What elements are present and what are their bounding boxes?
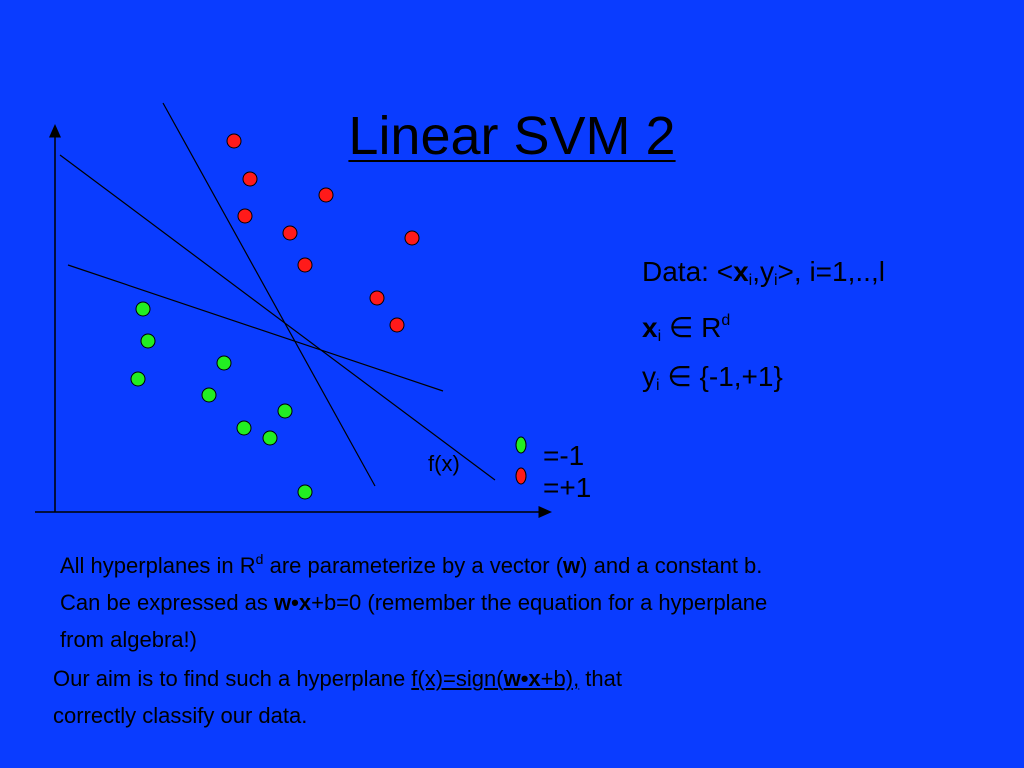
para1-line-3: from algebra!): [60, 627, 197, 652]
red-data-point: [297, 257, 313, 273]
hyperplane-line-1: [162, 102, 376, 487]
data-line-3-in: ∈: [659, 361, 700, 392]
green-data-point: [277, 403, 293, 419]
red-data-point: [404, 230, 420, 246]
data-line-2-in: ∈: [661, 312, 702, 343]
green-class-points: [130, 301, 313, 500]
para2-text-b: that: [579, 666, 622, 691]
aim-paragraph: Our aim is to find such a hyperplane f(x…: [53, 660, 873, 734]
hyperplane-paragraph: All hyperplanes in Rd are parameterize b…: [60, 541, 1010, 658]
para1-line-1-c: ) and a constant b.: [580, 553, 763, 578]
data-line-3-y-sub: i: [656, 377, 660, 394]
data-line-1-y: y: [759, 256, 774, 287]
red-data-point: [242, 171, 258, 187]
red-data-point: [369, 290, 385, 306]
data-line-2: xi ∈ Rd: [642, 301, 885, 357]
legend-green-marker: [515, 436, 527, 454]
green-data-point: [262, 430, 278, 446]
red-data-point: [237, 208, 253, 224]
data-line-2-R-sup: d: [721, 312, 731, 329]
para1-line-1-b: are parameterize by a vector (: [263, 553, 564, 578]
sign-function-formula: f(x)=sign(w•x+b),: [411, 666, 579, 691]
para1-line-1-w: w: [563, 553, 581, 578]
green-data-point: [236, 420, 252, 436]
para1-line-2-wx: w•x: [274, 590, 312, 615]
para1-line-2-a: Can be expressed as: [60, 590, 275, 615]
data-line-3-y: y: [642, 361, 656, 392]
data-line-3-set: {-1,+1}: [699, 361, 783, 392]
para2-line-1: Our aim is to find such a hyperplane f(x…: [53, 660, 873, 697]
para1-line-1-sup: d: [255, 551, 264, 567]
green-data-point: [140, 333, 156, 349]
red-data-point: [226, 133, 242, 149]
data-line-2-x: x: [642, 312, 658, 343]
sign-formula-wx: w•x: [503, 666, 541, 691]
slide-title-text: Linear SVM 2: [348, 106, 676, 166]
red-data-point: [389, 317, 405, 333]
green-data-point: [297, 484, 313, 500]
data-line-1-prefix: Data: <: [642, 256, 734, 287]
green-data-point: [216, 355, 232, 371]
data-line-1: Data: <xi,yi>, i=1,..,l: [642, 252, 885, 301]
data-line-2-R: R: [701, 312, 722, 343]
fx-label: f(x): [428, 451, 460, 476]
green-data-point: [130, 371, 146, 387]
red-data-point: [282, 225, 298, 241]
data-definition-block: Data: <xi,yi>, i=1,..,l xi ∈ Rd yi ∈ {-1…: [642, 252, 885, 406]
para2-line-2: correctly classify our data.: [53, 703, 308, 728]
legend-green-label: =-1: [543, 440, 585, 471]
para1-line-1: All hyperplanes in Rd are parameterize b…: [60, 541, 1010, 584]
hyperplane-line-2: [59, 154, 496, 481]
slide-title: Linear SVM 2: [0, 104, 1024, 168]
para1-line-2: Can be expressed as w•x+b=0 (remember th…: [60, 584, 1010, 621]
para1-line-2-b: +b=0 (remember the equation for a hyperp…: [311, 590, 768, 615]
red-class-points: [226, 133, 420, 333]
para1-line-1-a: All hyperplanes in R: [60, 553, 256, 578]
sign-formula-a: f(x)=sign(: [411, 666, 504, 691]
hyperplane-line-3: [67, 264, 444, 392]
data-line-1-y-sub: i: [773, 272, 778, 289]
data-line-3: yi ∈ {-1,+1}: [642, 357, 885, 406]
para2-text-a: Our aim is to find such a hyperplane: [53, 666, 412, 691]
legend-red-marker: [515, 467, 527, 485]
data-line-2-x-sub: i: [657, 328, 662, 345]
red-data-point: [318, 187, 334, 203]
sign-formula-b: +b),: [540, 666, 580, 691]
green-data-point: [135, 301, 151, 317]
data-line-1-comma: ,: [752, 256, 760, 287]
legend-red-label: =+1: [543, 472, 592, 503]
data-line-1-x-sub: i: [748, 272, 753, 289]
data-line-1-x: x: [733, 256, 749, 287]
green-data-point: [201, 387, 217, 403]
data-line-1-suffix: >, i=1,..,l: [777, 256, 885, 287]
